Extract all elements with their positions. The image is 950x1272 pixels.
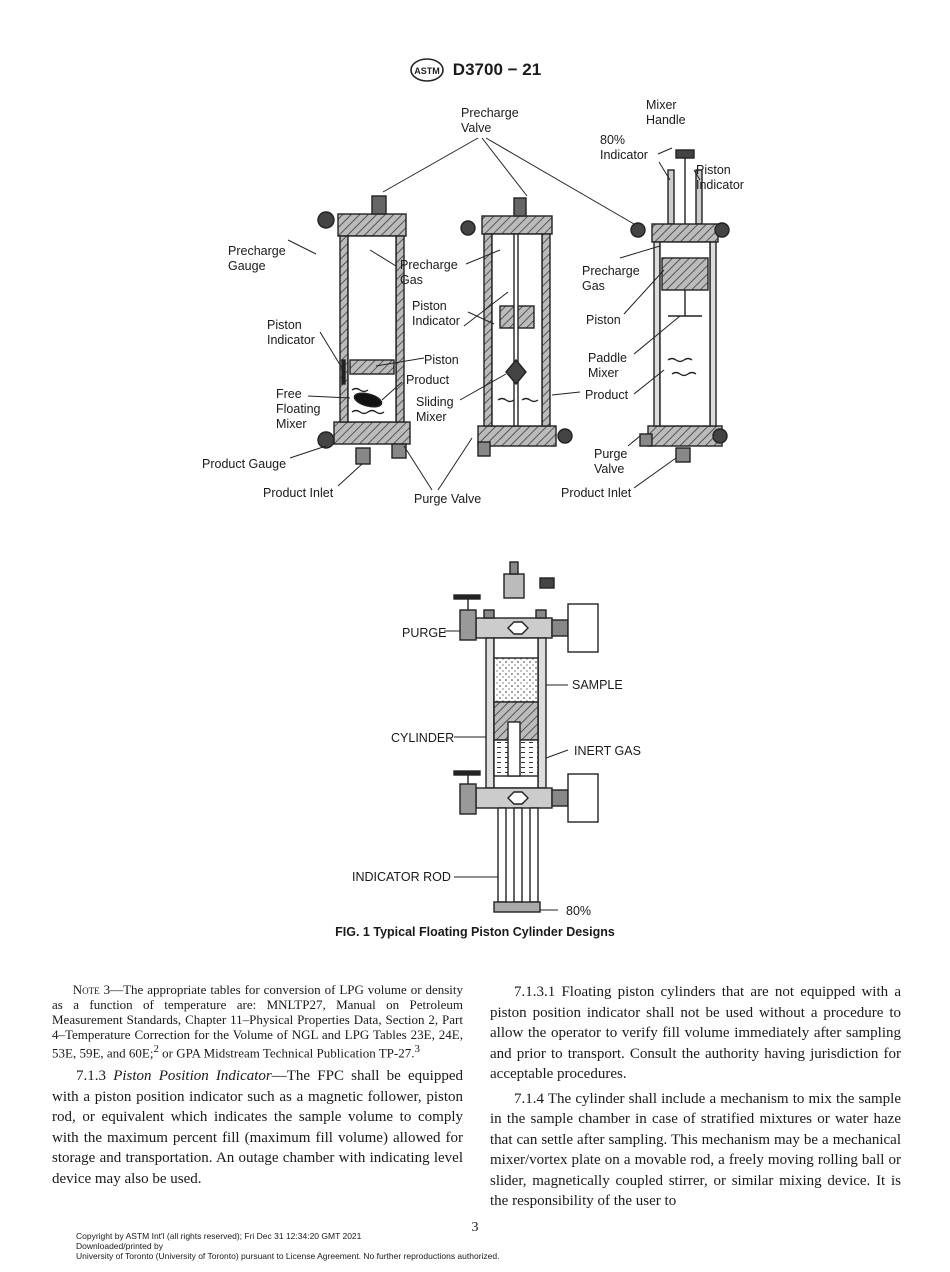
footnote-ref-2: 2 (153, 1043, 159, 1055)
section-7-1-3-1: 7.1.3.1 Floating piston cylinders that a… (490, 984, 901, 1082)
svg-text:Handle: Handle (646, 113, 686, 127)
svg-text:Mixer: Mixer (416, 410, 447, 424)
cylinder-design-2 (460, 197, 573, 457)
section-7-1-3: 7.1.3 Piston Position Indicator—The FPC … (52, 1066, 463, 1189)
svg-text:Gas: Gas (400, 273, 423, 287)
figure-labels-top: Precharge Valve Mixer Handle 80% Indicat… (202, 98, 744, 506)
label-product-gauge: Product Gauge (202, 457, 286, 471)
footer-line-3: University of Toronto (University of Tor… (76, 1251, 500, 1261)
standard-designation: D3700 − 21 (452, 60, 542, 79)
svg-text:Mixer: Mixer (588, 366, 619, 380)
footer-line-2: Downloaded/printed by (76, 1241, 163, 1251)
label-product-inlet-right: Product Inlet (561, 486, 632, 500)
label-cylinder: CYLINDER (391, 731, 454, 745)
label-paddle-mixer: Paddle (588, 351, 627, 365)
page-number: 3 (471, 1220, 479, 1235)
fpc-leader-lines (444, 630, 569, 911)
label-purge-valve-middle: Purge Valve (414, 492, 481, 506)
right-column: 7.1.3.1 Floating piston cylinders that a… (490, 982, 901, 1216)
svg-text:Floating: Floating (276, 402, 321, 416)
label-precharge-gauge: Precharge (228, 244, 286, 258)
footnote-ref-3: 3 (414, 1043, 420, 1055)
label-mixer-handle: Mixer (646, 98, 677, 112)
astm-logo: ASTM (409, 58, 444, 82)
label-piston-indicator-middle: Piston (412, 299, 447, 313)
svg-text:Indicator: Indicator (696, 178, 744, 192)
page-header: ASTM D3700 − 21 (0, 56, 950, 84)
figure-caption: FIG. 1 Typical Floating Piston Cylinder … (335, 925, 615, 939)
label-precharge-gas-right: Precharge (582, 264, 640, 278)
label-product-left: Product (406, 373, 450, 387)
note-body: 3—The appropriate tables for conversion … (52, 982, 463, 1061)
footer-line-1: Copyright by ASTM Int'l (all rights rese… (76, 1231, 362, 1241)
figure-1: Precharge Valve Mixer Handle 80% Indicat… (202, 98, 744, 918)
label-sample: SAMPLE (572, 678, 623, 692)
figure-leader-lines (287, 137, 701, 491)
label-80-indicator: 80% (600, 133, 625, 147)
cylinder-design-3 (630, 149, 730, 463)
label-piston-middle: Piston (424, 353, 459, 367)
note-tail: or GPA Midstream Technical Publication T… (158, 1045, 415, 1061)
section-7-1-3-body: —The FPC shall be equipped with a piston… (52, 1068, 463, 1187)
label-free-floating-mixer: Free (276, 387, 302, 401)
label-piston-indicator-left: Piston (267, 318, 302, 332)
svg-text:Indicator: Indicator (412, 314, 460, 328)
cylinder-design-1 (317, 195, 411, 465)
label-purge: PURGE (402, 626, 446, 640)
svg-text:ASTM: ASTM (414, 66, 440, 76)
label-inert-gas: INERT GAS (574, 744, 641, 758)
section-7-1-3-title: Piston Position Indicator (113, 1068, 272, 1085)
label-product-inlet-left: Product Inlet (263, 486, 334, 500)
label-sliding-mixer: Sliding (416, 395, 454, 409)
note-label: Note (72, 982, 100, 997)
svg-text:Gauge: Gauge (228, 259, 266, 273)
section-7-1-3-number: 7.1.3 (76, 1068, 114, 1085)
svg-text:Gas: Gas (582, 279, 605, 293)
svg-text:Valve: Valve (461, 121, 491, 135)
label-piston-indicator-right: Piston (696, 163, 731, 177)
svg-text:Indicator: Indicator (267, 333, 315, 347)
label-product-right: Product (585, 388, 629, 402)
fpc-labels: PURGE SAMPLE CYLINDER INERT GAS INDICATO… (352, 626, 641, 918)
label-purge-valve-right: Purge (594, 447, 627, 461)
label-precharge-gas-middle: Precharge (400, 258, 458, 272)
section-7-1-4: 7.1.4 The cylinder shall include a mecha… (490, 1090, 901, 1210)
svg-text:Valve: Valve (594, 462, 624, 476)
label-indicator-rod: INDICATOR ROD (352, 870, 451, 884)
note-3: Note 3—The appropriate tables for conver… (52, 982, 463, 1060)
svg-text:Mixer: Mixer (276, 417, 307, 431)
left-column: Note 3—The appropriate tables for conver… (52, 982, 463, 1193)
label-precharge-valve: Precharge (461, 106, 519, 120)
copyright-footer: Copyright by ASTM Int'l (all rights rese… (76, 1231, 500, 1261)
label-piston-right: Piston (586, 313, 621, 327)
label-80-percent: 80% (566, 904, 591, 918)
svg-text:Indicator: Indicator (600, 148, 648, 162)
fpc-diagram (453, 561, 599, 913)
